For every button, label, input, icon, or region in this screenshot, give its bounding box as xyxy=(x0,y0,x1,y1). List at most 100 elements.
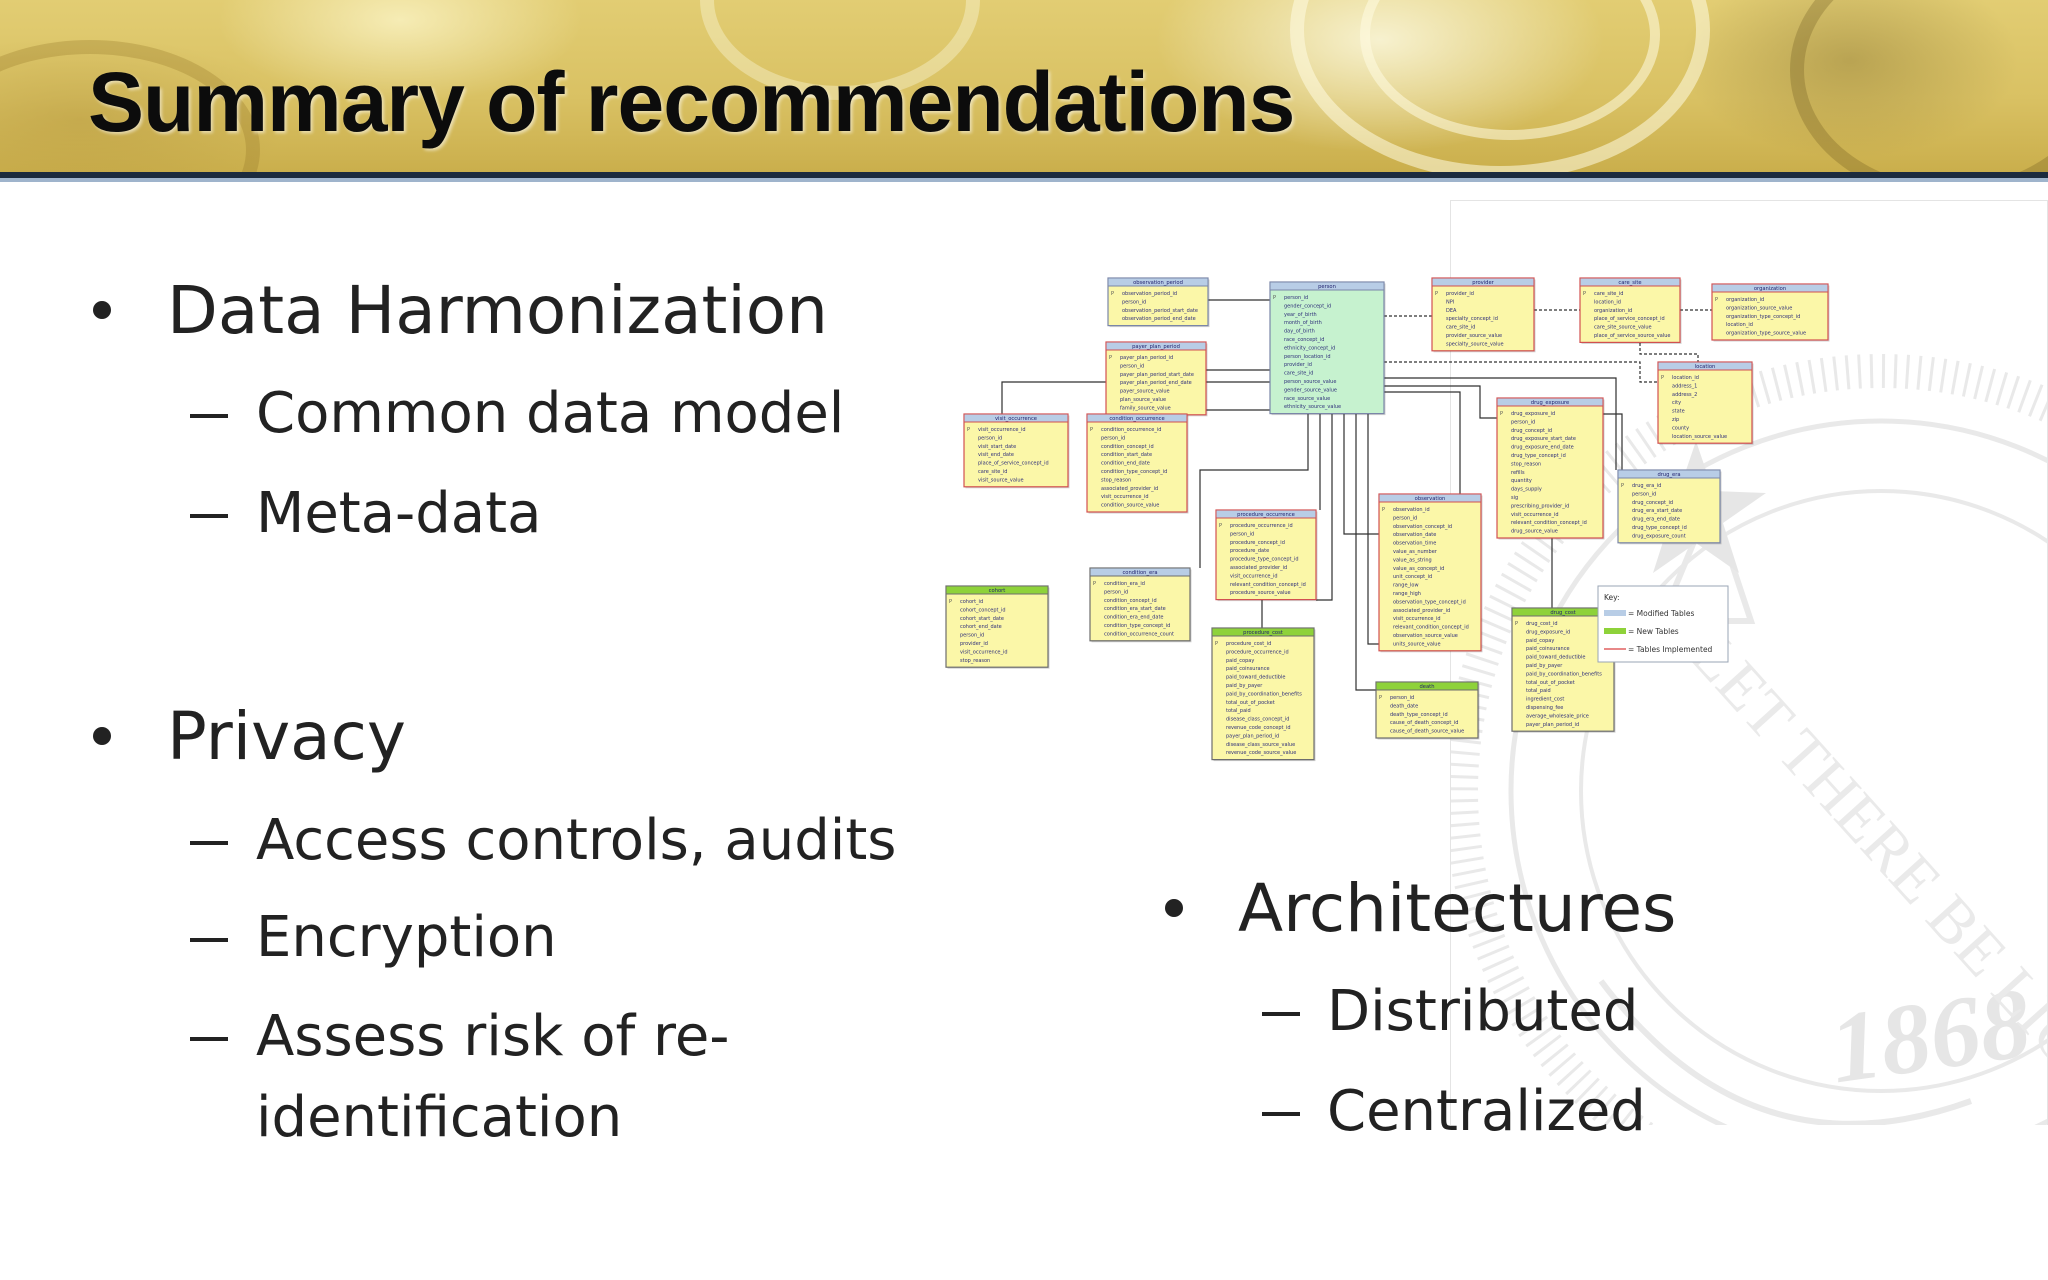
entity-field: sig xyxy=(1511,495,1518,501)
entity-field: total_paid xyxy=(1526,688,1551,694)
entity-field: dispensing_fee xyxy=(1526,705,1563,711)
entity-field: refills xyxy=(1511,470,1525,476)
entity-table-procedure-occurrence: procedure_occurrenceprocedure_occurrence… xyxy=(1215,509,1318,602)
entity-field: condition_type_concept_id xyxy=(1104,623,1170,629)
entity-field: drug_era_id xyxy=(1632,483,1661,489)
diagram-key-item: = New Tables xyxy=(1628,627,1679,636)
sub-bullet-dash xyxy=(1262,1012,1300,1016)
entity-field: paid_coinsurance xyxy=(1226,666,1270,672)
title-banner xyxy=(0,0,2048,178)
entity-field: condition_concept_id xyxy=(1101,444,1154,450)
entity-field: quantity xyxy=(1511,478,1532,484)
banner-decoration xyxy=(1790,0,2048,178)
entity-field: paid_toward_deductible xyxy=(1226,675,1285,681)
entity-field: procedure_type_concept_id xyxy=(1230,557,1299,563)
entity-table-name: person xyxy=(1318,284,1336,290)
entity-field: drug_type_concept_id xyxy=(1511,453,1566,459)
primary-key-marker: P xyxy=(949,599,952,605)
entity-field: provider_id xyxy=(960,641,988,647)
entity-field: revenue_code_source_value xyxy=(1226,750,1296,756)
sub-bullet-dash xyxy=(190,1037,228,1041)
entity-field: year_of_birth xyxy=(1284,312,1317,318)
primary-key-marker: P xyxy=(1273,295,1276,301)
entity-field: observation_time xyxy=(1393,541,1436,547)
entity-field: ethnicity_source_value xyxy=(1284,404,1341,410)
entity-field: condition_era_end_date xyxy=(1104,615,1164,621)
entity-field: drug_era_end_date xyxy=(1632,517,1680,523)
entity-field: cohort_start_date xyxy=(960,616,1004,622)
entity-field: city xyxy=(1672,400,1681,406)
primary-key-marker: P xyxy=(1661,375,1664,381)
entity-field: person_id xyxy=(1390,695,1414,701)
entity-field: disease_class_source_value xyxy=(1226,742,1295,748)
entity-field: person_id xyxy=(1284,295,1308,301)
entity-field: disease_class_concept_id xyxy=(1226,717,1289,723)
entity-field: observation_period_start_date xyxy=(1122,308,1198,314)
entity-field: stop_reason xyxy=(960,658,990,664)
entity-field: associated_provider_id xyxy=(1393,608,1450,614)
entity-field: days_supply xyxy=(1511,487,1542,493)
primary-key-marker: P xyxy=(1515,621,1518,627)
bullet-dot xyxy=(93,301,111,319)
entity-field: visit_occurrence_id xyxy=(1230,573,1278,579)
entity-table-name: observation xyxy=(1415,496,1446,502)
entity-field: payer_plan_period_end_date xyxy=(1120,380,1192,386)
entity-table-name: procedure_cost xyxy=(1243,630,1283,636)
entity-table-location: locationlocation_idaddress_1address_2cit… xyxy=(1657,361,1754,445)
entity-field: person_id xyxy=(1104,589,1128,595)
entity-field: ingredient_cost xyxy=(1526,697,1564,703)
entity-field: person_id xyxy=(978,435,1002,441)
entity-field: provider_id xyxy=(1446,291,1474,297)
entity-field: units_source_value xyxy=(1393,641,1441,647)
primary-key-marker: P xyxy=(1435,291,1438,297)
entity-field: condition_source_value xyxy=(1101,503,1159,509)
entity-field: condition_concept_id xyxy=(1104,598,1157,604)
entity-field: visit_occurrence_id xyxy=(1101,494,1149,500)
entity-table-payer-plan-period: payer_plan_periodpayer_plan_period_idper… xyxy=(1105,341,1208,417)
entity-field: paid_by_coordination_benefits xyxy=(1526,671,1602,677)
entity-field: organization_id xyxy=(1594,308,1632,314)
entity-field: paid_toward_deductible xyxy=(1526,655,1585,661)
entity-table-name: care_site xyxy=(1618,280,1641,286)
entity-field: paid_by_coordination_benefits xyxy=(1226,691,1302,697)
entity-field: relevant_condition_concept_id xyxy=(1393,625,1469,631)
sub-bullet-dash xyxy=(1262,1112,1300,1116)
entity-field: procedure_occurrence_id xyxy=(1226,649,1289,655)
entity-table-name: location xyxy=(1695,364,1716,370)
entity-field: condition_era_id xyxy=(1104,581,1145,587)
entity-field: address_1 xyxy=(1672,383,1697,389)
entity-field: condition_end_date xyxy=(1101,461,1150,467)
entity-field: visit_start_date xyxy=(978,444,1016,450)
entity-table-name: drug_era xyxy=(1657,472,1680,478)
entity-field: drug_era_start_date xyxy=(1632,508,1682,514)
primary-key-marker: P xyxy=(1109,355,1112,361)
entity-field: drug_source_value xyxy=(1511,529,1558,535)
entity-field: value_as_concept_id xyxy=(1393,566,1444,572)
entity-field: race_source_value xyxy=(1284,396,1330,402)
entity-field: condition_era_start_date xyxy=(1104,606,1166,612)
entity-table-name: condition_occurrence xyxy=(1109,416,1164,422)
entity-field: payer_plan_period_id xyxy=(1120,355,1173,361)
entity-field: location_source_value xyxy=(1672,434,1727,440)
primary-key-marker: P xyxy=(1500,411,1503,417)
entity-field: death_type_concept_id xyxy=(1390,712,1448,718)
university-seal-watermark: 1868 LET THERE BE LIGHT xyxy=(1450,200,2048,1125)
sub-item-access-controls: Access controls, audits xyxy=(256,808,897,873)
entity-field: drug_concept_id xyxy=(1632,500,1673,506)
entity-field: NPI xyxy=(1446,299,1454,305)
primary-key-marker: P xyxy=(1093,581,1096,587)
entity-field: person_id xyxy=(1120,363,1144,369)
seal-year: 1868 xyxy=(1823,967,2037,1105)
entity-field: person_id xyxy=(1230,531,1254,537)
diagram-key: Key:= Modified Tables= New Tables= Table… xyxy=(1597,585,1729,663)
entity-field: average_wholesale_price xyxy=(1526,713,1589,719)
entity-field: visit_occurrence_id xyxy=(1511,512,1559,518)
entity-field: paid_by_payer xyxy=(1226,683,1263,689)
entity-table-condition-occurrence: condition_occurrencecondition_occurrence… xyxy=(1086,413,1189,514)
entity-field: paid_copay xyxy=(1226,658,1254,664)
primary-key-marker: P xyxy=(1215,641,1218,647)
entity-table-cohort: cohortcohort_idcohort_concept_idcohort_s… xyxy=(945,585,1050,669)
entity-field: person_id xyxy=(960,633,984,639)
entity-field: place_of_service_concept_id xyxy=(1594,316,1665,322)
entity-field: organization_id xyxy=(1726,297,1764,303)
